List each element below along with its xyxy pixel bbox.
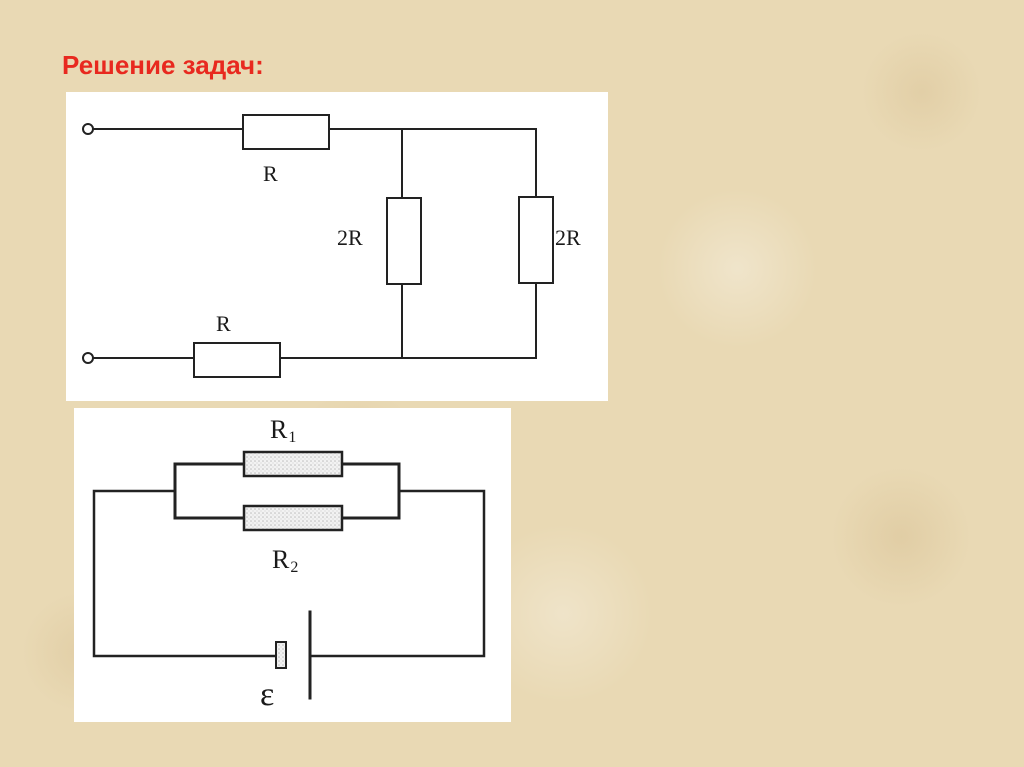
label-2r-right: 2R <box>555 225 581 250</box>
label-r-bottom: R <box>216 311 231 336</box>
label-emf: ε <box>260 676 275 713</box>
label-2r-middle: 2R <box>337 225 363 250</box>
circuit-1-svg: R R 2R 2R <box>82 114 581 378</box>
wire-outer-left <box>92 489 276 658</box>
terminal-top <box>82 123 94 135</box>
label-r1-sub: 1 <box>288 429 297 446</box>
slide-title: Решение задач: <box>62 50 264 80</box>
resistor-r-bottom <box>193 342 281 378</box>
label-r1: R1 <box>270 415 297 446</box>
resistor-2r-right <box>518 196 554 284</box>
resistor-r1 <box>242 450 344 478</box>
resistor-2r-middle <box>386 197 422 285</box>
label-r-top: R <box>263 161 278 186</box>
terminal-bottom <box>82 352 94 364</box>
circuit-diagram-1: R R 2R 2R <box>66 92 608 401</box>
label-r2: R2 <box>272 545 299 576</box>
label-r2-main: R <box>272 545 290 574</box>
label-r2-sub: 2 <box>290 559 299 576</box>
resistor-r2 <box>242 504 344 532</box>
resistor-r-top <box>242 114 330 150</box>
label-r1-main: R <box>270 415 288 444</box>
wire-top-right <box>328 128 537 198</box>
circuit-diagram-2: R1 R2 ε <box>74 408 511 722</box>
battery-short-plate <box>275 641 287 669</box>
circuit-2-svg: R1 R2 ε <box>92 415 486 713</box>
wire-outer-right <box>310 489 486 658</box>
